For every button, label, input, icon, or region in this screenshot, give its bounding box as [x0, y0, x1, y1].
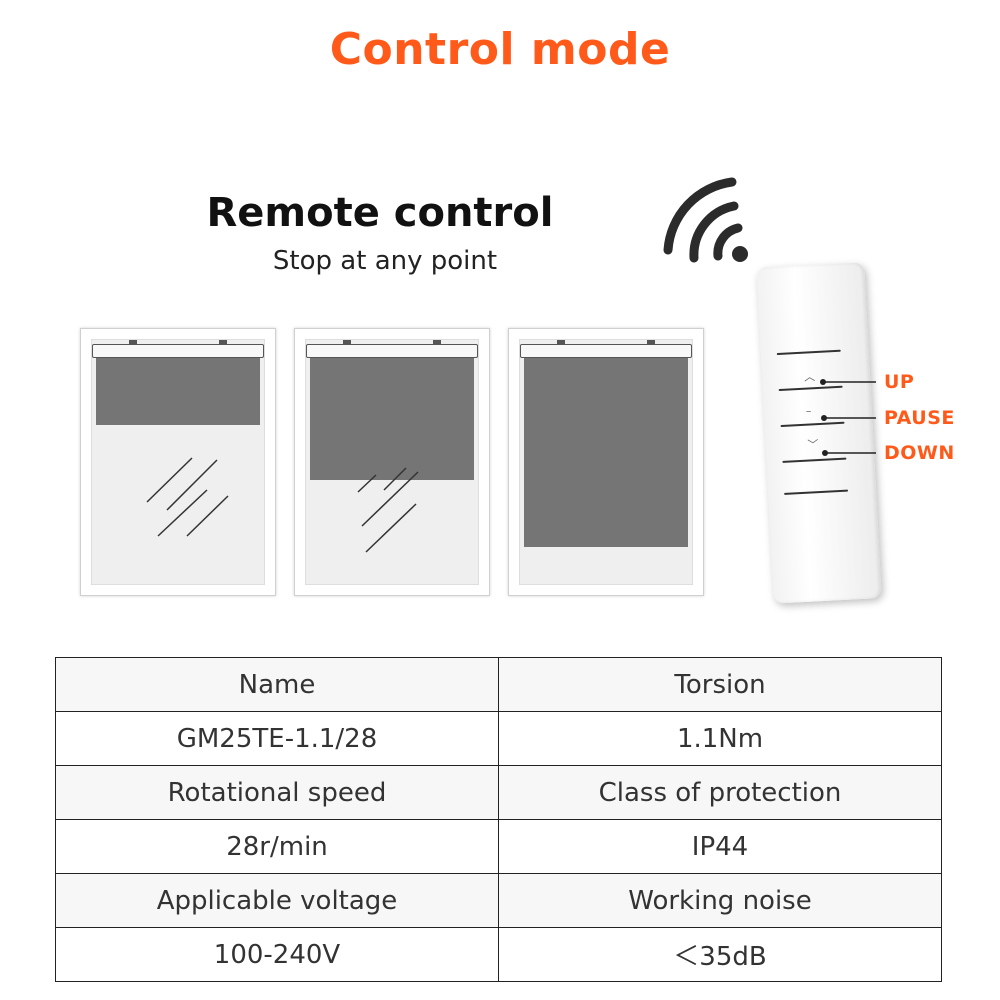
down-label: DOWN [884, 442, 955, 464]
pause-label: PAUSE [884, 407, 955, 429]
table-cell: 100-240V [55, 927, 499, 982]
table-cell: IP44 [498, 819, 942, 874]
table-row: GM25TE-1.1/28 1.1Nm [55, 711, 942, 766]
remote-divider [776, 349, 841, 356]
roller-shade [96, 358, 260, 425]
roller-shade [524, 358, 688, 547]
table-row: Name Torsion [55, 657, 942, 712]
up-button[interactable] [778, 385, 843, 392]
table-cell: 28r/min [55, 819, 499, 874]
pause-button[interactable] [780, 421, 845, 427]
table-cell: Applicable voltage [55, 873, 499, 928]
section-subheading: Stop at any point [272, 246, 498, 276]
table-row: Applicable voltage Working noise [55, 873, 942, 928]
window-glass [519, 339, 693, 585]
table-cell: Name [55, 657, 499, 712]
table-row: 100-240V ＜35dB [55, 927, 942, 982]
shade-rail [92, 340, 264, 358]
table-cell: Working noise [498, 873, 942, 928]
table-cell: GM25TE-1.1/28 [55, 711, 499, 766]
table-cell: Rotational speed [55, 765, 499, 820]
pause-dash-icon: – [805, 404, 812, 418]
down-button[interactable] [782, 457, 847, 463]
spec-table: Name Torsion GM25TE-1.1/28 1.1Nm Rotatio… [55, 657, 942, 982]
glass-reflection [357, 467, 419, 553]
page-title: Control mode [329, 24, 671, 75]
remote-divider [784, 489, 849, 495]
roller-shade [310, 358, 474, 480]
table-row: 28r/min IP44 [55, 819, 942, 874]
wireless-signal-icon [663, 177, 748, 263]
table-cell: Class of protection [498, 765, 942, 820]
window-shade-85 [508, 328, 704, 596]
up-label: UP [884, 371, 915, 393]
shade-rail [306, 340, 478, 358]
remote-control: ︿ – ﹀ [756, 262, 882, 604]
up-arrow-icon: ︿ [803, 370, 816, 384]
table-cell: 1.1Nm [498, 711, 942, 766]
glass-reflection [146, 457, 229, 537]
window-glass [91, 339, 265, 585]
shade-rail [520, 340, 692, 358]
down-arrow-icon: ﹀ [807, 438, 819, 452]
window-glass [305, 339, 479, 585]
table-cell: ＜35dB [498, 927, 942, 982]
window-shade-55 [294, 328, 490, 596]
table-row: Rotational speed Class of protection [55, 765, 942, 820]
table-cell: Torsion [498, 657, 942, 712]
section-heading: Remote control [206, 190, 554, 236]
window-shade-30 [80, 328, 276, 596]
